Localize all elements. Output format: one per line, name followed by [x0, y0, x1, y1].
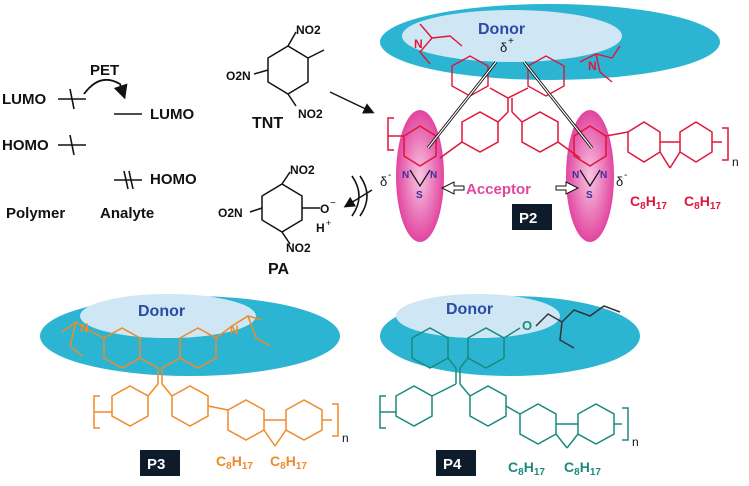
pa-o2n-left: O2N	[218, 206, 243, 220]
p4-label: P4	[443, 456, 462, 473]
energy-diagram: LUMO HOMO PET LUMO HOMO Polymer Analyte	[2, 62, 197, 222]
p2-n-right: N	[588, 59, 597, 73]
p3-donor-label: Donor	[138, 303, 185, 320]
homo-right-label: HOMO	[150, 171, 197, 188]
p2-acceptor-ellipse-right	[566, 110, 614, 242]
polymer-homo-electron	[69, 134, 75, 156]
p2-thiadiazole-rings	[409, 169, 601, 188]
pa-h-atom: H	[316, 221, 325, 235]
p2-alkyl-a: C8H17	[630, 193, 667, 212]
p4-donor-ellipse-inner	[396, 294, 560, 338]
p3-backbone	[61, 315, 339, 447]
tnt-no2-bottom: NO2	[298, 107, 323, 121]
p3-alkyl-b: C8H17	[270, 453, 307, 472]
lumo-right-label: LUMO	[150, 106, 194, 123]
tnt-label: TNT	[252, 115, 283, 132]
p2-label-box	[512, 204, 552, 230]
p2-s-atom: S	[416, 190, 423, 201]
p3-donor-ellipse-inner	[80, 294, 256, 338]
pa-h-plus: +	[326, 218, 331, 228]
p2-n-atom-4: N	[600, 170, 607, 181]
p2-s-atom-2: S	[586, 190, 593, 201]
p2-delta-plus: δ	[500, 40, 507, 55]
p3-n-left: N	[80, 321, 89, 335]
p3-subscript-n: n	[342, 431, 349, 445]
pa-to-p2-arrow	[343, 189, 373, 208]
p2-structure: Donor δ + N N	[380, 4, 739, 242]
tnt-to-p2-arrow	[329, 91, 375, 114]
p2-acceptor-label: Acceptor	[466, 181, 531, 198]
lumo-left-label: LUMO	[2, 91, 46, 108]
tnt-o2n-left: O2N	[226, 69, 251, 83]
p2-backbone	[387, 87, 729, 169]
p4-o-atom: O	[522, 318, 532, 333]
p2-n-atom-2: N	[430, 170, 437, 181]
p4-label-box	[436, 450, 476, 476]
p2-delta-minus-left: δ	[380, 174, 387, 189]
p4-structure: Donor	[379, 294, 640, 478]
p4-donor-label: Donor	[446, 301, 493, 318]
p3-label-box	[140, 450, 180, 476]
p2-label: P2	[519, 210, 537, 227]
analyte-homo-electron-2	[128, 170, 134, 190]
pa-no2-bottom: NO2	[286, 241, 311, 255]
p2-donor-label: Donor	[478, 21, 525, 38]
pa-interaction-arc	[351, 175, 360, 217]
pet-arrow	[83, 78, 128, 100]
p2-n-atom-3: N	[572, 170, 579, 181]
homo-left-label: HOMO	[2, 137, 49, 154]
p2-n-atom-1: N	[402, 170, 409, 181]
p2-n-left: N	[414, 37, 423, 51]
pa-o-atom: O	[320, 202, 329, 216]
p2-donor-ellipse-inner	[402, 10, 622, 62]
p4-subscript-n: n	[632, 435, 639, 449]
p4-backbone	[379, 327, 629, 449]
p2-alkyl-b: C8H17	[684, 193, 721, 212]
p3-structure: Donor	[40, 294, 349, 476]
p2-ct-arrows	[426, 61, 594, 195]
p3-n-right: N	[230, 323, 239, 337]
p2-delta-minus-left-sign: -	[388, 170, 391, 181]
pa-molecule	[249, 171, 320, 245]
pa-interaction-arc-2	[359, 175, 368, 217]
tnt-molecule	[253, 31, 325, 107]
pet-label: PET	[90, 62, 119, 79]
polymer-label: Polymer	[6, 205, 65, 222]
p2-delta-plus-sign: +	[508, 36, 514, 47]
pa-label: PA	[268, 261, 289, 278]
analyte-homo-electron-1	[123, 170, 129, 190]
polymer-lumo-electron	[69, 88, 75, 110]
analyte-label: Analyte	[100, 205, 154, 222]
pa-no2-top: NO2	[290, 163, 315, 177]
p3-label: P3	[147, 456, 165, 473]
p2-amine-groups	[419, 23, 621, 97]
pa-o-minus: −	[330, 198, 336, 209]
p2-delta-minus-right: δ	[616, 174, 623, 189]
p2-delta-minus-right-sign: -	[624, 170, 627, 181]
p4-alkyl-a: C8H17	[508, 459, 545, 478]
p4-alkyl-b: C8H17	[564, 459, 601, 478]
p2-subscript-n: n	[732, 155, 739, 169]
p3-alkyl-a: C8H17	[216, 453, 253, 472]
tnt-no2-top: NO2	[296, 23, 321, 37]
p4-alkoxy-chain	[535, 305, 621, 349]
